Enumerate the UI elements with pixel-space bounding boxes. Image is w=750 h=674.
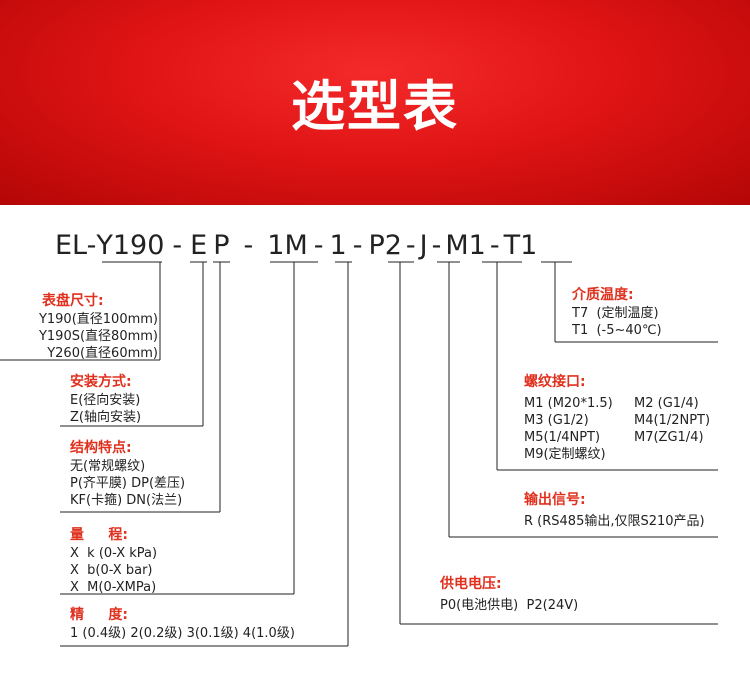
structure-title: 结构特点:: [70, 440, 132, 456]
range-title: 量 程:: [70, 527, 128, 543]
code-sep: -: [489, 230, 500, 261]
code-sep: -: [431, 230, 442, 261]
code-sep: -: [352, 230, 363, 261]
range-option: X b(0-X bar): [70, 563, 153, 578]
code-dial-size: Y190: [96, 230, 165, 261]
group-mounting: 安装方式: E(径向安装) Z(轴向安装): [70, 372, 141, 426]
group-power: 供电电压: P0(电池供电) P2(24V): [440, 574, 578, 614]
structure-option: 无(常规螺纹): [70, 459, 146, 474]
accuracy-option: 1 (0.4级) 2(0.2级) 3(0.1级) 4(1.0级): [70, 626, 295, 641]
thread-row: M1 (M20*1.5) M2 (G1/4): [524, 395, 710, 412]
code-accuracy: 1: [329, 230, 347, 261]
code-prefix: EL-: [55, 230, 97, 261]
thread-option: M7(ZG1/4): [634, 430, 704, 445]
structure-option: KF(卡箍) DN(法兰): [70, 493, 183, 508]
power-option: P0(电池供电) P2(24V): [440, 598, 579, 613]
medium-temp-option: T1 (-5~40℃): [572, 323, 662, 338]
thread-option: M9(定制螺纹): [524, 447, 606, 462]
dial-size-option: Y190S(直径80mm): [38, 329, 158, 344]
thread-option: M1 (M20*1.5): [524, 396, 613, 411]
code-power: P2: [368, 230, 402, 261]
thread-title: 螺纹接口:: [524, 374, 586, 390]
code-thread: M1: [445, 230, 486, 261]
code-sep: -: [243, 230, 254, 261]
medium-temp-title: 介质温度:: [572, 287, 634, 303]
mounting-title: 安装方式:: [70, 374, 132, 390]
code-sep: -: [172, 230, 183, 261]
code-sep: -: [405, 230, 416, 261]
group-range: 量 程: X k (0-X kPa) X b(0-X bar) X M(0-XM…: [70, 525, 157, 596]
code-temp: T1: [503, 230, 538, 261]
dial-size-option: Y260(直径60mm): [47, 346, 158, 361]
code-range: 1M: [267, 230, 308, 261]
group-structure: 结构特点: 无(常规螺纹) P(齐平膜) DP(差压) KF(卡箍) DN(法兰…: [70, 438, 185, 509]
thread-option: M3 (G1/2): [524, 413, 589, 428]
dial-size-option: Y190(直径100mm): [38, 312, 158, 327]
output-option: R (RS485输出,仅限S210产品): [524, 514, 705, 529]
mounting-option: E(径向安装): [70, 393, 141, 408]
code-structure: P: [213, 230, 230, 261]
accuracy-title: 精 度:: [70, 607, 128, 623]
thread-option: M2 (G1/4): [634, 396, 699, 411]
thread-row: M9(定制螺纹): [524, 446, 710, 463]
mounting-option: Z(轴向安装): [70, 410, 142, 425]
thread-row: M5(1/4NPT) M7(ZG1/4): [524, 429, 710, 446]
output-title: 输出信号:: [524, 492, 586, 508]
page-title: 选型表: [291, 75, 459, 138]
code-mounting: E: [190, 230, 208, 261]
thread-option: M4(1/2NPT): [634, 413, 711, 428]
group-output: 输出信号: R (RS485输出,仅限S210产品): [524, 490, 705, 530]
thread-option: M5(1/4NPT): [524, 430, 601, 445]
code-sep: -: [313, 230, 324, 261]
range-option: X M(0-XMPa): [70, 580, 157, 595]
group-medium-temp: 介质温度: T7 (定制温度) T1 (-5~40℃): [572, 285, 662, 339]
group-thread: 螺纹接口: M1 (M20*1.5) M2 (G1/4) M3 (G1/2) M…: [524, 372, 710, 463]
structure-option: P(齐平膜) DP(差压): [70, 476, 186, 491]
dial-size-title: 表盘尺寸:: [42, 293, 104, 309]
header-banner: 选型表: [0, 0, 750, 205]
thread-row: M3 (G1/2) M4(1/2NPT): [524, 412, 710, 429]
group-dial-size: 表盘尺寸: Y190(直径100mm) Y190S(直径80mm) Y260(直…: [36, 291, 158, 362]
code-output: J: [419, 230, 428, 261]
group-accuracy: 精 度: 1 (0.4级) 2(0.2级) 3(0.1级) 4(1.0级): [70, 605, 295, 642]
range-option: X k (0-X kPa): [70, 546, 158, 561]
power-title: 供电电压:: [440, 576, 502, 592]
medium-temp-option: T7 (定制温度): [572, 306, 659, 321]
